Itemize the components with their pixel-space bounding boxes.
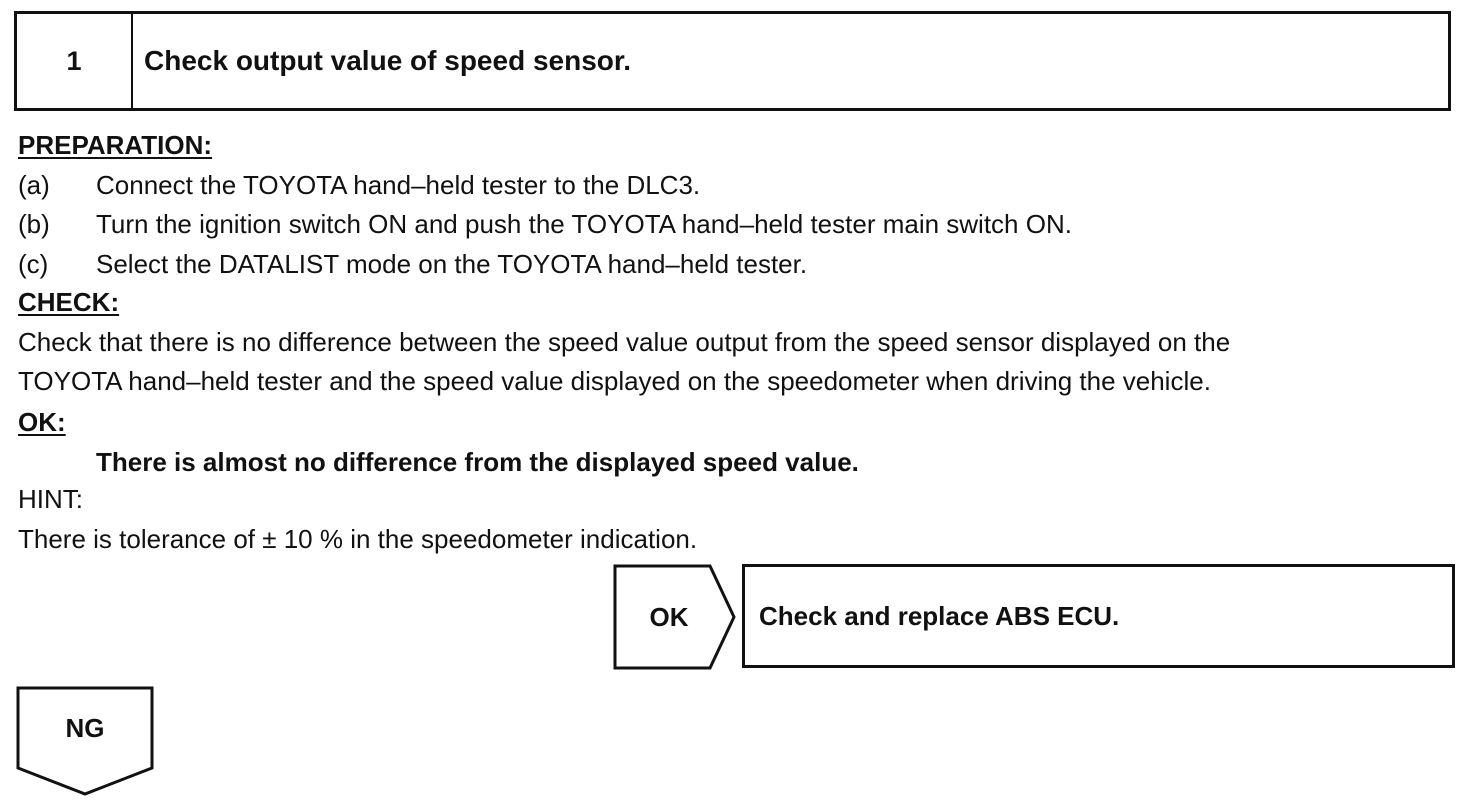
ng-flow-label: NG: [65, 712, 105, 743]
preparation-item-b: (b) Turn the ignition switch ON and push …: [18, 209, 1072, 239]
item-letter: (a): [18, 170, 50, 200]
check-line-2: TOYOTA hand–held tester and the speed va…: [18, 366, 1211, 396]
item-letter: (c): [18, 249, 49, 279]
item-letter: (b): [18, 209, 50, 239]
step-number: 1: [17, 14, 133, 108]
hint-heading: HINT:: [18, 484, 83, 514]
item-text: Turn the ignition switch ON and push the…: [96, 209, 1072, 239]
step-header: 1 Check output value of speed sensor.: [14, 11, 1451, 111]
hint-text: There is tolerance of ± 10 % in the spee…: [18, 524, 698, 554]
ng-flow-arrow: NG: [16, 686, 154, 796]
ok-text: There is almost no difference from the d…: [96, 447, 859, 477]
step-title: Check output value of speed sensor.: [144, 45, 632, 76]
item-text: Connect the TOYOTA hand–held tester to t…: [96, 170, 701, 200]
down-arrow-shape: [16, 686, 154, 796]
preparation-item-c: (c) Select the DATALIST mode on the TOYOT…: [18, 249, 807, 279]
check-heading: CHECK:: [18, 287, 120, 317]
ok-flow-arrow: OK: [613, 564, 737, 670]
item-text: Select the DATALIST mode on the TOYOTA h…: [96, 249, 808, 279]
ok-flow-label: OK: [649, 601, 689, 632]
ok-result-box: Check and replace ABS ECU.: [742, 564, 1455, 668]
right-arrow-shape: [613, 564, 736, 670]
preparation-item-a: (a) Connect the TOYOTA hand–held tester t…: [18, 170, 700, 200]
check-line-1: Check that there is no difference betwee…: [18, 327, 1231, 357]
preparation-heading: PREPARATION:: [18, 130, 213, 160]
ok-heading: OK:: [18, 407, 66, 437]
